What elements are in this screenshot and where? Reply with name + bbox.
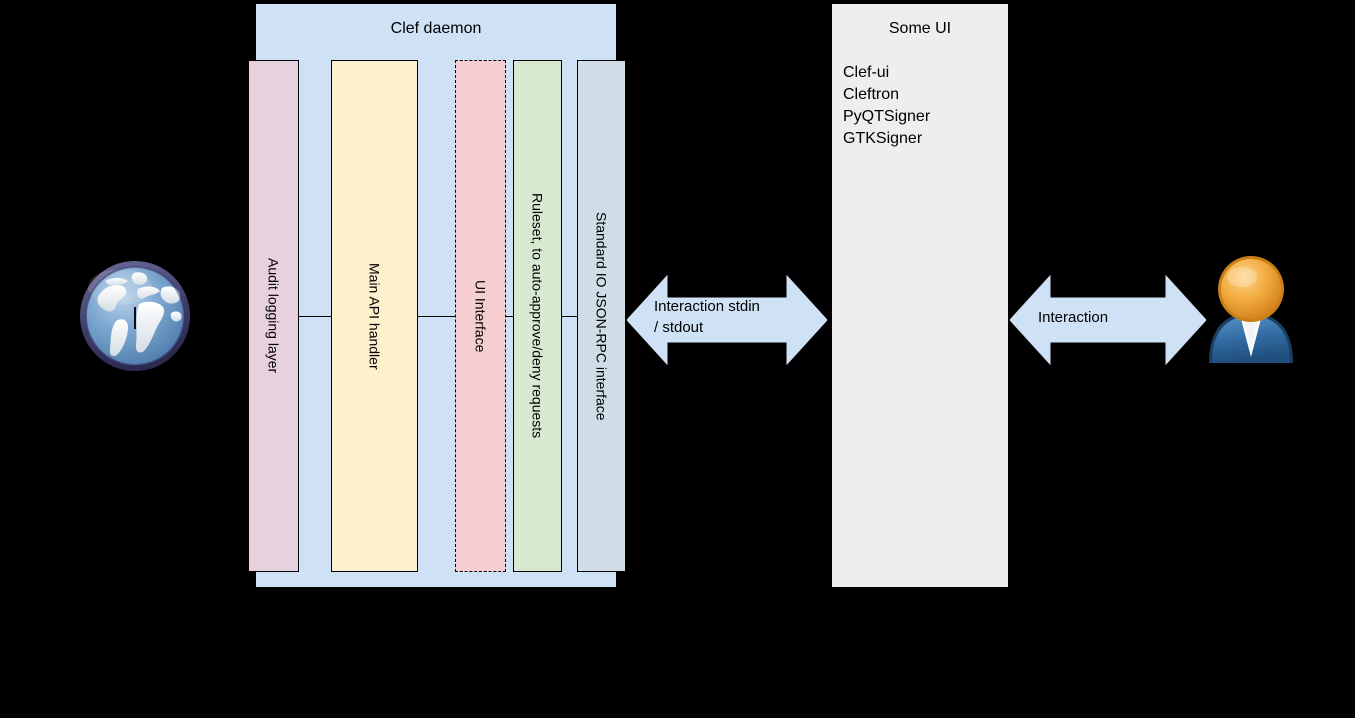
box-ui-interface[interactable]: UI Interface: [455, 60, 506, 572]
connector-line-api-to-uiinterface: [418, 316, 456, 317]
some-ui-panel: [832, 4, 1008, 587]
user-icon: [1203, 255, 1299, 365]
connector-line-ruleset-to-stdio: [562, 316, 578, 317]
box-audit-logging-layer[interactable]: Audit logging layer: [248, 60, 299, 572]
box-ruleset[interactable]: Ruleset, to auto-approve/deny requests: [513, 60, 562, 572]
clef-daemon-title: Clef daemon: [390, 20, 482, 37]
box-label-standard-io-jsonrpc: Standard IO JSON-RPC interface: [593, 211, 610, 421]
box-standard-io-jsonrpc[interactable]: Standard IO JSON-RPC interface: [577, 60, 626, 572]
arrow-stdio-shape: [627, 274, 827, 366]
box-label-ruleset: Ruleset, to auto-approve/deny requests: [529, 193, 546, 439]
arrow-interaction: [1010, 274, 1206, 366]
list-item: PyQTSigner: [843, 108, 931, 125]
connector-line-stdio-to-arrow: [626, 316, 630, 317]
connector-line-audit-to-api: [299, 316, 332, 317]
box-main-api-handler[interactable]: Main API handler: [331, 60, 418, 572]
globe-icon: [76, 257, 194, 375]
some-ui-title: Some UI: [888, 20, 952, 37]
box-label-audit-logging-layer: Audit logging layer: [265, 258, 282, 374]
box-label-ui-interface: UI Interface: [472, 279, 489, 353]
arrow-interaction-stdio: [627, 274, 827, 366]
arrow-label-interaction: Interaction: [1038, 309, 1109, 326]
connector-line-uiinterface-to-ruleset: [505, 316, 514, 317]
list-item: GTKSigner: [843, 130, 923, 147]
list-item: Clef-ui: [843, 64, 890, 81]
arrow-label-interaction-stdio: Interaction stdin / stdout: [654, 298, 760, 336]
some-ui-list: Clef-ui Cleftron PyQTSigner GTKSigner: [843, 62, 1003, 150]
list-item: Cleftron: [843, 86, 900, 103]
arrow-interaction-shape: [1010, 274, 1206, 366]
box-label-main-api-handler: Main API handler: [366, 262, 383, 370]
clef-daemon-container: [256, 4, 616, 587]
